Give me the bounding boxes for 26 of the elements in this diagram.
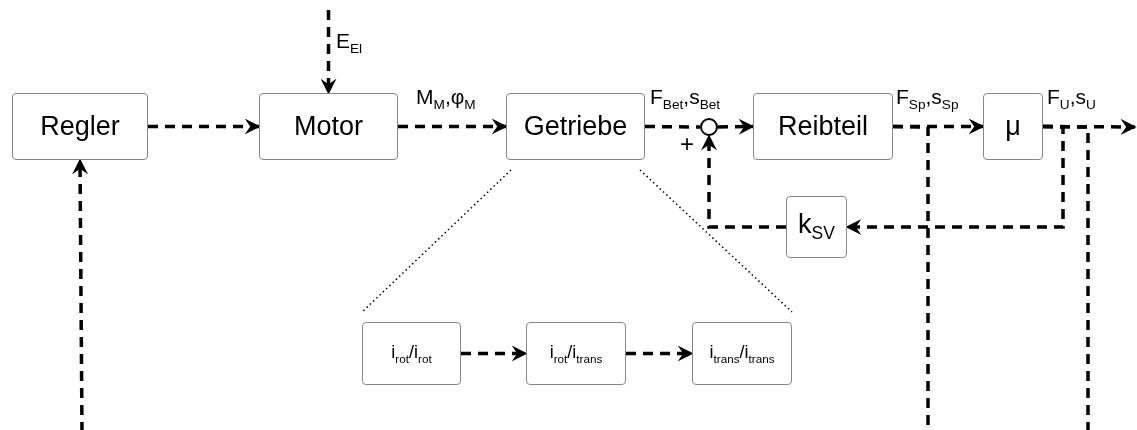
block-box: i$_{rot}$/i$_{trans}$ [526,322,626,385]
arrow [626,345,694,362]
edge-label: F$_{Sp}$,s$_{Sp}$ [896,86,959,112]
block-box: Regler [12,93,148,160]
connector-line [1043,124,1090,430]
edge-label: F$_{U}$,s$_{U}$ [1047,86,1096,112]
arrow [717,118,755,135]
block-box: Motor [259,93,398,160]
block-box: k$_{SV}$ [786,196,847,258]
arrow [701,134,786,229]
arrow [398,118,508,135]
arrow [461,345,528,362]
block-box: i$_{trans}$/i$_{trans}$ [692,322,792,385]
block-box: Getriebe [506,93,645,160]
block-box: i$_{rot}$/i$_{rot}$ [362,322,461,385]
summing-junction-circle [700,118,718,136]
sign-label: + [680,132,694,156]
edge-label: F$_{Bet}$,s$_{Bet}$ [650,86,721,112]
block-box: Reibteil [753,93,893,160]
block-box: μ [983,93,1043,160]
arrow [72,158,89,430]
arrow [148,118,261,135]
edge-label: E$_{El}$ [336,30,363,56]
edge-label: M$_{M}$,φ$_{M}$ [416,86,476,112]
arrow [320,10,337,95]
connector-line [645,124,700,129]
